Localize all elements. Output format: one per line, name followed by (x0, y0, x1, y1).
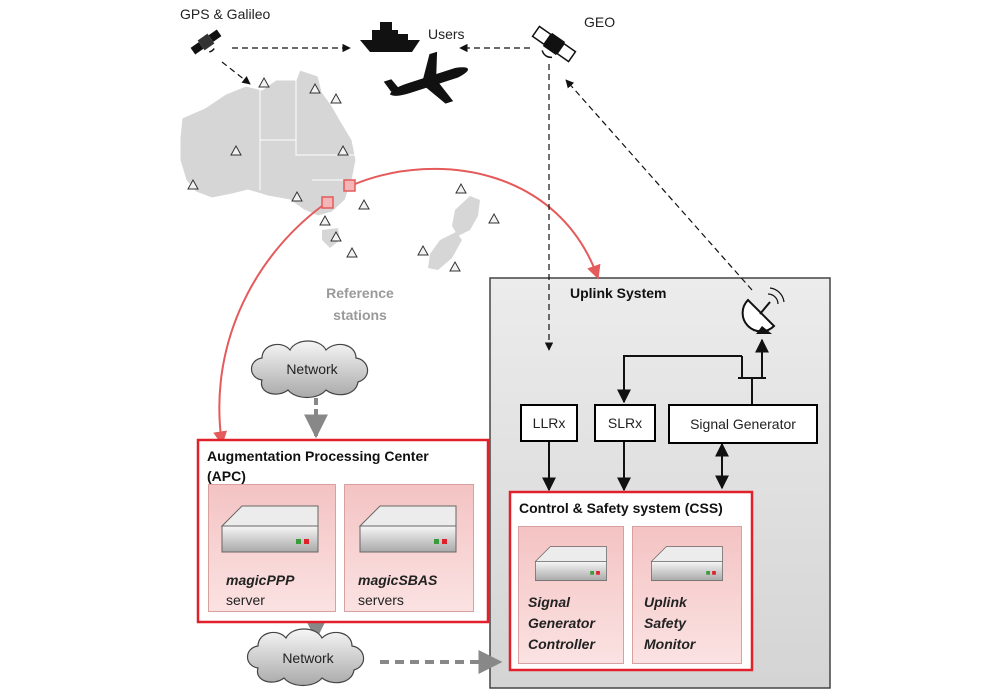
magicsbas-name: magicSBAS (358, 572, 438, 588)
station-triangle (346, 246, 358, 258)
sgc-line2: Generator (528, 615, 595, 631)
station-triangle (258, 76, 270, 88)
magicsbas-sub: servers (358, 592, 404, 608)
station-triangle (449, 260, 461, 272)
usm-line2: Safety (644, 615, 687, 631)
reference-stations-line2: stations (333, 307, 387, 323)
highlighted-station (343, 179, 356, 192)
geo-satellite-icon (531, 25, 577, 63)
usm-line3: Monitor (644, 636, 696, 652)
magicppp-name: magicPPP (226, 572, 295, 588)
station-triangle (319, 214, 331, 226)
antenna-dish-icon (741, 287, 785, 334)
station-triangle (309, 82, 321, 94)
sgc-line1: Signal (528, 594, 571, 610)
reference-station-markers (187, 76, 500, 272)
network-top-label: Network (286, 361, 338, 377)
sgc-label: Signal Generator Controller (528, 592, 595, 655)
station-to-uplink-link (354, 167, 601, 280)
usm-line1: Uplink (644, 594, 687, 610)
apc-title-line2: (APC) (207, 468, 246, 484)
station-triangle (330, 230, 342, 242)
station-triangle (187, 178, 199, 190)
station-triangle (455, 182, 467, 194)
slrx-box: SLRx (594, 404, 656, 442)
network-cloud-top (250, 340, 369, 399)
css-title: Control & Safety system (CSS) (519, 500, 723, 516)
station-triangle (330, 92, 342, 104)
signal-generator-box: Signal Generator (668, 404, 818, 444)
sgc-line3: Controller (528, 636, 595, 652)
new-zealand-map (428, 196, 480, 270)
australia-map (179, 69, 357, 217)
reference-stations-line1: Reference (326, 285, 394, 301)
station-triangle (358, 198, 370, 210)
gnss-label: GPS & Galileo (180, 6, 271, 22)
magicppp-sub: server (226, 592, 265, 608)
antenna-to-geo-arrow (565, 79, 753, 291)
uplink-system-title: Uplink System (570, 285, 667, 301)
reference-stations-label: Reference stations (310, 282, 410, 326)
station-triangle (291, 190, 303, 202)
station-triangle (488, 212, 500, 224)
station-to-apc-link (213, 205, 323, 446)
airplane-icon (383, 51, 468, 104)
ship-icon (360, 22, 420, 52)
apc-title-line1: Augmentation Processing Center (207, 448, 429, 464)
network-bottom-label: Network (282, 650, 334, 666)
gnss-to-map-arrow (221, 61, 251, 85)
geo-label: GEO (584, 14, 616, 30)
station-triangle (417, 244, 429, 256)
users-label: Users (428, 26, 465, 42)
coupler-to-slrx-path (617, 355, 742, 404)
highlighted-station (321, 196, 334, 209)
station-triangle (337, 144, 349, 156)
apc-title: Augmentation Processing Center (APC) (207, 446, 429, 486)
satellite-icon (190, 29, 222, 55)
station-triangle (230, 144, 242, 156)
llrx-box: LLRx (520, 404, 578, 442)
usm-label: Uplink Safety Monitor (644, 592, 695, 655)
network-cloud-bottom (246, 628, 365, 687)
